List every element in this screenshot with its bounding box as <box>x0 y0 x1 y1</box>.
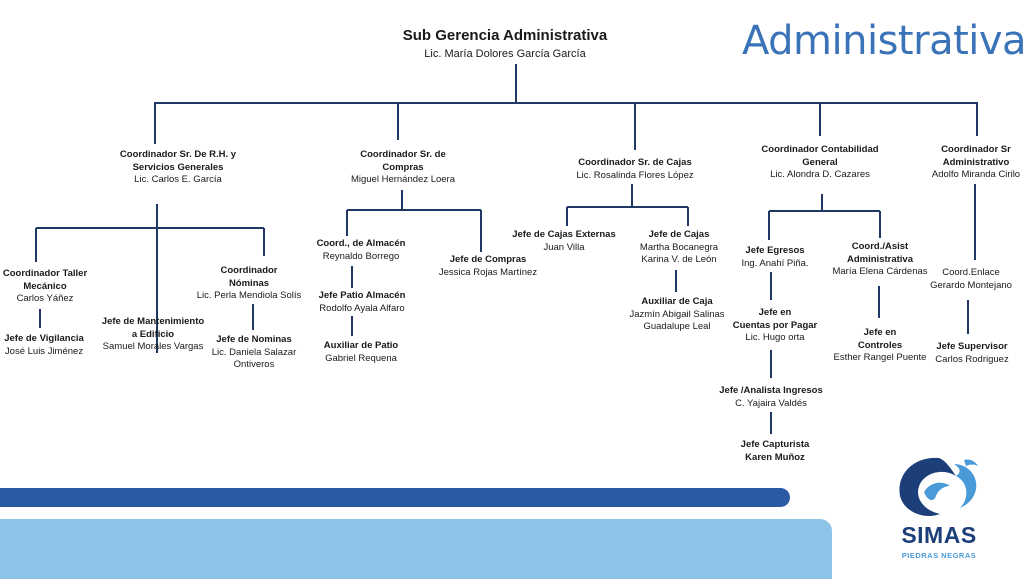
node-name-line: Reynaldo Borrego <box>322 250 400 262</box>
node-title-line: Administrativo <box>942 156 1010 168</box>
node-name-line: Coord.Enlace <box>942 267 1000 278</box>
node-title-line: Mecánico <box>23 280 67 292</box>
node-title-line: Jefe Capturista <box>740 439 810 450</box>
node-name-line: Lic. Perla Mendiola Solís <box>196 290 302 301</box>
node-name-line: Ing. Anahí Piña. <box>741 257 809 269</box>
node-name-line: Juan Villa <box>543 241 585 253</box>
node-title-line: Coordinador Taller <box>2 268 88 279</box>
node-title-line: Jefe de Cajas <box>648 229 710 240</box>
node-name-line: Guadalupe Leal <box>643 321 711 332</box>
node-title-line: Controles <box>857 339 903 351</box>
node-name-line: José Luis Jiménez <box>4 345 84 357</box>
node-title-line: Auxiliar de Caja <box>641 296 713 307</box>
node-title-line: Coord., de Almacén <box>316 238 406 249</box>
node-name-line: Jessica Rojas Martínez <box>438 266 538 278</box>
wave-icon <box>899 457 978 516</box>
node-title-line: Administrativa <box>847 253 913 265</box>
node-name-line: C. Yajaira Valdés <box>735 397 807 409</box>
node-name-line: Gabriel Requena <box>325 352 397 364</box>
node-title-line: Jefe de Mantenimiento <box>101 316 205 327</box>
node-title-line: Coordinador Sr. de <box>360 149 446 160</box>
node-name-line: Ontiveros <box>233 359 275 370</box>
node-name-line: Carlos Rodriguez <box>935 353 1009 365</box>
node-title-line: Coordinador Sr. de Cajas <box>578 157 692 168</box>
node-name-line: Miguel Hernández Loera <box>350 174 456 185</box>
node-title-line: Coordinador <box>220 265 278 276</box>
node-title-line: General <box>802 156 838 168</box>
node-name-line: Carlos Yáñez <box>16 293 74 304</box>
logo-subtitle: PIEDRAS NEGRAS <box>901 551 977 560</box>
node-name-line: Gerardo Montejano <box>930 279 1012 291</box>
logo-wordmark: SIMAS <box>901 522 977 548</box>
node-title-line: Cuentas por Pagar <box>732 319 818 331</box>
node-title-line: Coordinador Sr <box>941 144 1011 155</box>
node-title-line: Compras <box>382 161 424 173</box>
node-name-line: Martha Bocanegra <box>639 241 719 253</box>
node-name-line: María Elena Cárdenas <box>832 266 928 277</box>
node-name-line: Lic. Rosalinda Flores López <box>576 169 694 181</box>
node-title-line: Jefe Supervisor <box>936 341 1008 352</box>
node-title-line: Jefe de Compras <box>449 254 527 265</box>
top-node-title: Sub Gerencia Administrativa <box>402 27 608 44</box>
node-title-line: Servicios Generales <box>132 161 224 173</box>
node-name-line: Lic. Carlos E. García <box>134 174 222 185</box>
node-name-line: Lic. Alondra D. Cazares <box>770 169 870 180</box>
node-title-line: a Edificio <box>131 328 175 340</box>
node-title-line: Jefe de Nominas <box>216 334 292 345</box>
node-title-line: Jefe de Cajas Externas <box>512 229 616 240</box>
node-title-line: Nóminas <box>228 277 270 289</box>
node-name-line: Esther Rangel Puente <box>833 352 927 363</box>
node-title-line: Auxiliar de Patio <box>323 340 399 351</box>
node-title-line: Coordinador Sr. De R.H. y <box>119 149 237 160</box>
node-name-line: Karina V. de León <box>641 254 717 265</box>
node-title-line: Jefe /Analista Ingresos <box>719 385 823 396</box>
node-name-line: Rodolfo Ayala Alfaro <box>319 302 405 314</box>
node-name-line: Lic. Hugo orta <box>745 332 805 343</box>
node-title-line: Jefe Egresos <box>745 245 805 256</box>
node-title-line: Karen Muñoz <box>745 451 805 463</box>
node-name-line: Adolfo Miranda Cirilo <box>931 169 1021 180</box>
section-heading: Administrativa <box>742 18 1024 64</box>
node-title-line: Jefe Patio Almacén <box>318 290 406 301</box>
simas-logo: SIMAS PIEDRAS NEGRAS <box>884 452 994 568</box>
node-name-line: Lic. Daniela Salazar <box>211 346 297 358</box>
top-node-name: Lic. María Dolores García García <box>424 48 586 60</box>
node-title-line: Jefe de Vigilancia <box>4 333 84 344</box>
node-title-line: Coord./Asist <box>851 241 909 252</box>
node-title-line: Coordinador Contabilidad <box>761 144 879 155</box>
footer-band-dark <box>0 488 790 507</box>
node-title-line: Jefe en <box>863 327 897 338</box>
footer-band-light <box>0 519 832 579</box>
node-title-line: Jefe en <box>758 307 792 318</box>
node-name-line: Samuel Morales Vargas <box>102 341 204 352</box>
node-name-line: Jazmín Abigail Salinas <box>629 308 725 320</box>
